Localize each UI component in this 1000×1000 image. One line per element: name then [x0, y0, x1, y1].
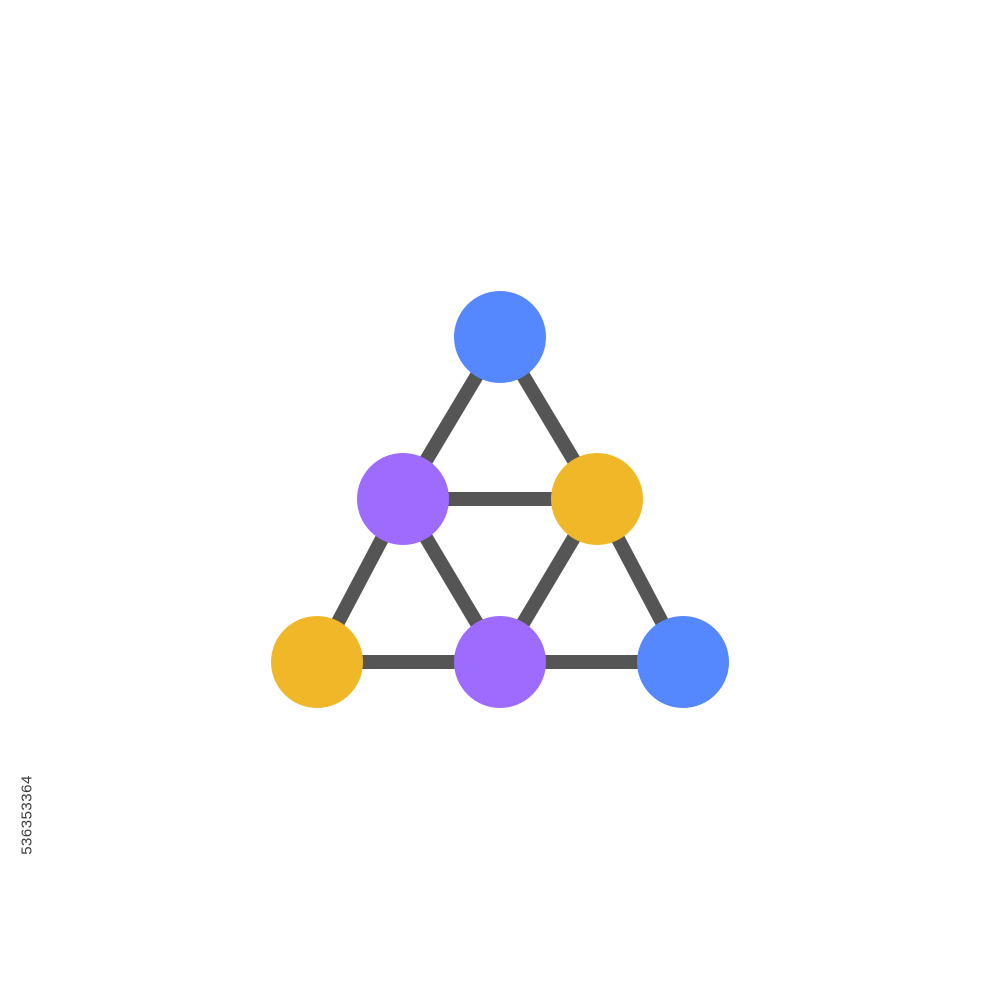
- middle-left-node: [357, 453, 449, 545]
- middle-right-node: [551, 453, 643, 545]
- bottom-left-node: [271, 616, 363, 708]
- bottom-center-node: [454, 616, 546, 708]
- stock-image-id: 536353364: [18, 775, 36, 855]
- network-nodes: [271, 291, 729, 708]
- bottom-right-node: [637, 616, 729, 708]
- top-node: [454, 291, 546, 383]
